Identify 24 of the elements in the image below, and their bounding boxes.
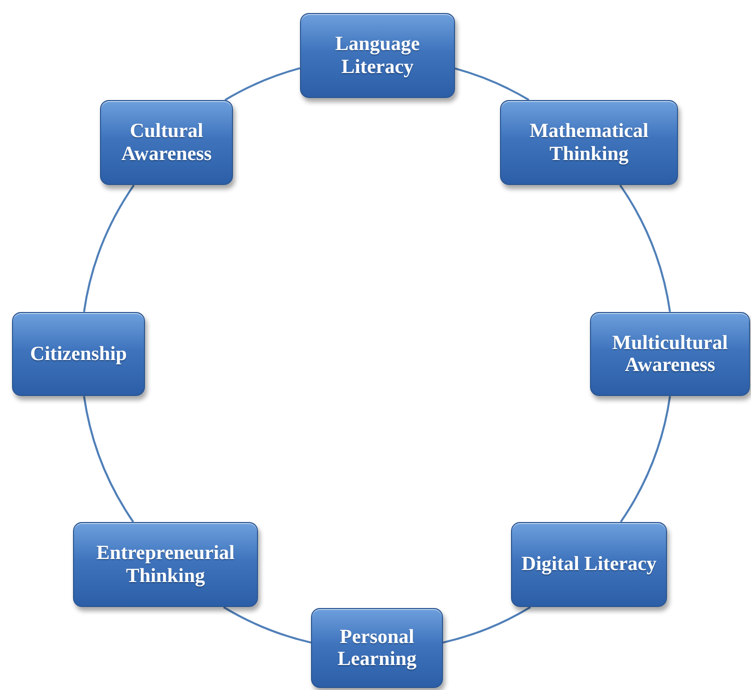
connector-arc (620, 396, 671, 522)
connector-arc (619, 184, 671, 312)
connector-arc (442, 606, 531, 644)
connector-arc (454, 68, 530, 101)
rounded-box (311, 608, 443, 688)
box-label: Citizenship (30, 342, 127, 366)
rounded-box (511, 522, 667, 607)
box-label: Multicultural Awareness (611, 332, 729, 376)
box-label: Mathematical Thinking (528, 120, 650, 165)
rounded-box (300, 13, 455, 98)
connector-arc (223, 606, 312, 644)
rounded-box (73, 522, 258, 607)
connector-arc (83, 396, 134, 522)
rounded-box (12, 312, 145, 396)
box-label: Cultural Awareness (120, 120, 213, 165)
box-label: Personal Learning (336, 626, 418, 670)
box-label: Language Literacy (334, 33, 421, 78)
rounded-box (590, 312, 750, 396)
connector-arc (83, 184, 135, 312)
box-label: Entrepreneurial Thinking (95, 542, 236, 587)
connector-arc (224, 67, 300, 101)
rounded-box (100, 100, 233, 185)
box-label: Digital Literacy (522, 553, 656, 576)
rounded-box (500, 100, 678, 185)
